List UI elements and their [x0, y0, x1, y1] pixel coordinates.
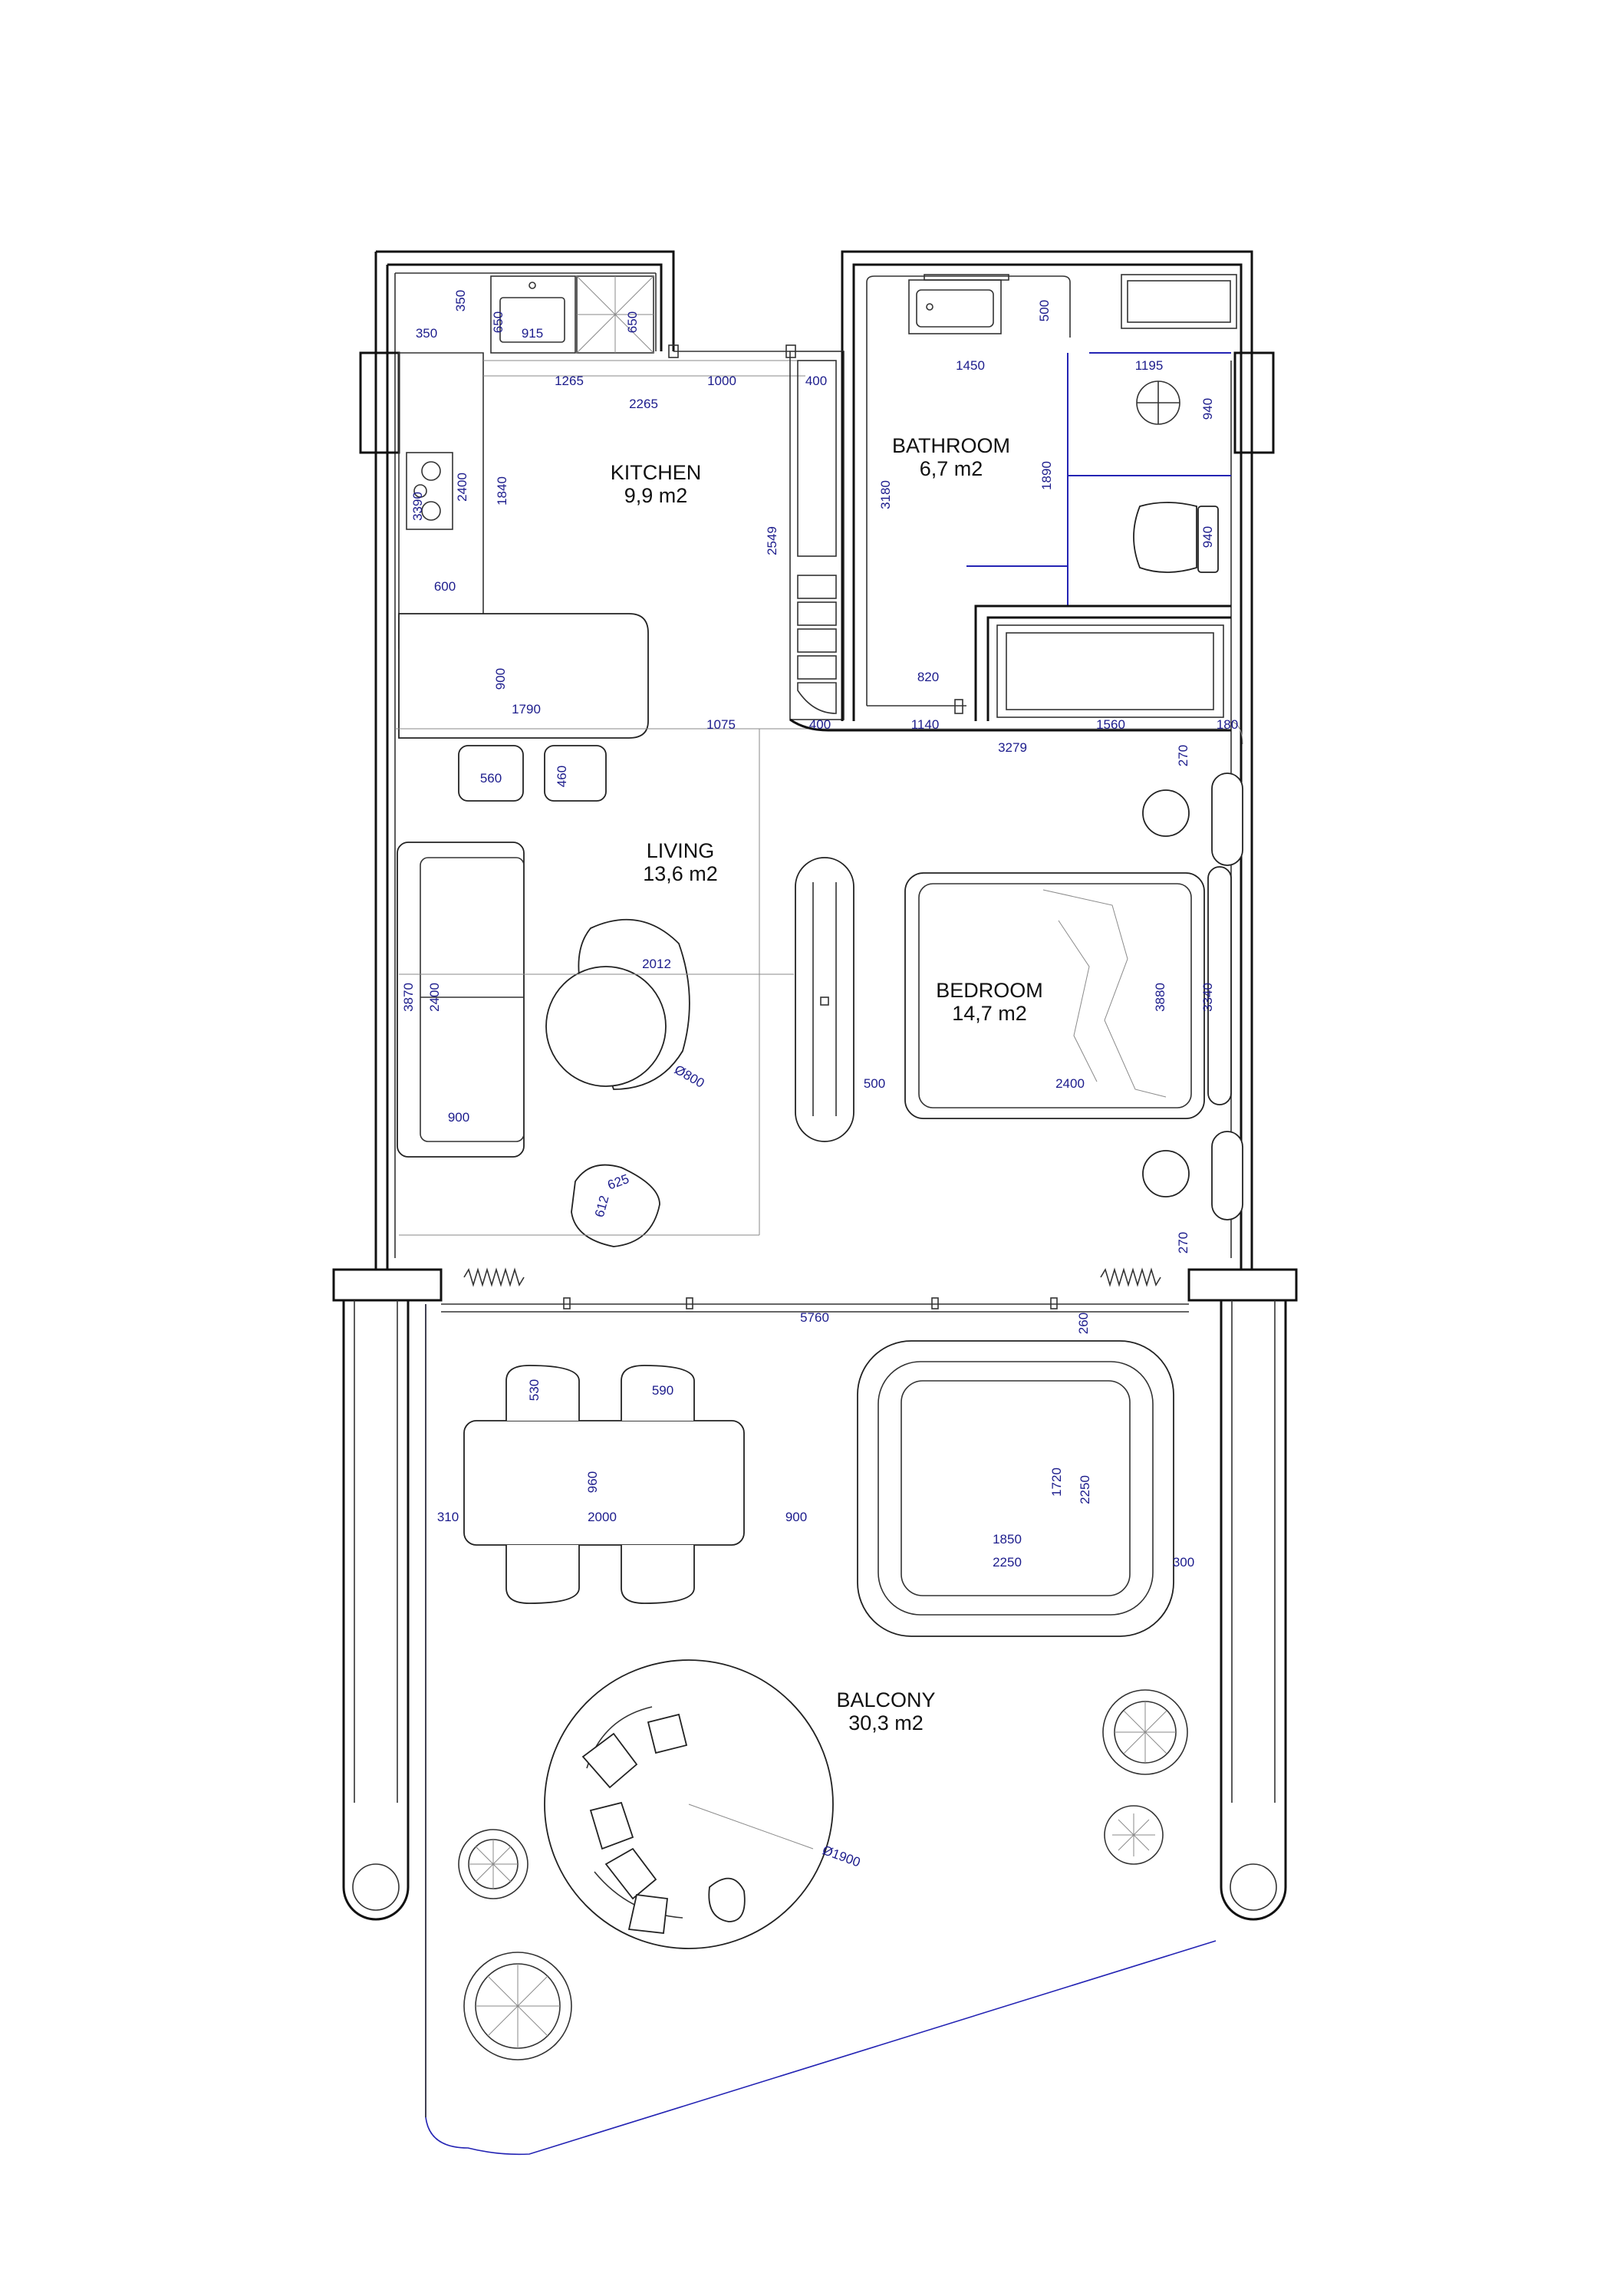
- dimension-label: 260: [1076, 1313, 1091, 1334]
- bathroom-label: BATHROOM: [892, 434, 1010, 457]
- dimension-label: 1890: [1039, 461, 1054, 490]
- plant-icon: [1104, 1805, 1164, 1865]
- balcony-label: BALCONY: [836, 1688, 935, 1711]
- dimension-label: 1720: [1049, 1468, 1064, 1497]
- dimension-label: 1075: [706, 717, 736, 732]
- dimension-label: 1140: [911, 717, 940, 732]
- kitchen-label: KITCHEN: [611, 461, 702, 484]
- dimension-label: 650: [625, 311, 640, 333]
- room-labels: KITCHEN 9,9 m2 BATHROOM 6,7 m2 LIVING 13…: [611, 434, 1043, 1734]
- dimension-label: 350: [453, 290, 468, 311]
- dimension-label: 270: [1176, 745, 1190, 766]
- dimension-label: 500: [1037, 300, 1052, 321]
- outer-walls: [359, 250, 1275, 1270]
- dimension-label: 900: [493, 668, 508, 690]
- bathroom-area: [866, 274, 1237, 721]
- dimension-label: 3180: [878, 480, 893, 509]
- living-area: [397, 729, 854, 1247]
- dimension-label: 300: [1173, 1555, 1194, 1570]
- dimension-label: 1450: [956, 358, 985, 373]
- dimension-label: 1560: [1096, 717, 1125, 732]
- dimension-label: Ø1900: [821, 1843, 862, 1869]
- dimension-label: 270: [1176, 1232, 1190, 1253]
- living-area-label: 13,6 m2: [643, 862, 718, 885]
- dimension-label: 3870: [401, 983, 416, 1012]
- dimension-label: 1790: [512, 702, 541, 716]
- balcony-area-label: 30,3 m2: [848, 1711, 924, 1734]
- bedroom-area-label: 14,7 m2: [952, 1002, 1027, 1025]
- dimension-label: 400: [809, 717, 831, 732]
- dimension-label: 350: [416, 326, 437, 341]
- living-label: LIVING: [647, 839, 715, 862]
- dimension-label: 2000: [588, 1510, 617, 1524]
- dimension-label: 1000: [707, 374, 736, 388]
- dimension-label: 590: [652, 1383, 673, 1398]
- dimension-label: 940: [1200, 526, 1215, 548]
- dimension-label: 600: [434, 579, 456, 594]
- dimension-label: 915: [522, 326, 543, 341]
- dimension-label: 900: [785, 1510, 807, 1524]
- dimension-label: 2250: [993, 1555, 1022, 1570]
- dimension-labels: 350 350 650 915 650 1265 2265 1000 400 3…: [401, 290, 1238, 1870]
- dimension-label: 2012: [642, 957, 671, 971]
- dimension-label: 310: [437, 1510, 459, 1524]
- dimension-label: 940: [1200, 398, 1215, 420]
- dimension-label: 1265: [555, 374, 584, 388]
- balcony-area: [342, 1300, 1287, 2156]
- dimension-label: 1195: [1135, 358, 1164, 373]
- dimension-label: 3880: [1153, 983, 1167, 1012]
- dimension-label: 900: [448, 1110, 469, 1125]
- dimension-label: 530: [527, 1379, 542, 1401]
- plant-icon: [463, 1952, 572, 2060]
- dimension-label: 1840: [495, 476, 509, 506]
- kitchen-area-label: 9,9 m2: [624, 484, 688, 507]
- dimension-label: 2549: [765, 526, 779, 555]
- plant-icon: [458, 1829, 528, 1899]
- dimension-label: 2400: [1055, 1076, 1085, 1091]
- bathroom-area-label: 6,7 m2: [920, 457, 983, 480]
- dimension-label: 3340: [1200, 983, 1215, 1012]
- plant-icon: [1102, 1689, 1188, 1775]
- dimension-label: 400: [805, 374, 827, 388]
- dimension-label: 2400: [427, 983, 442, 1012]
- dimension-label: 820: [917, 670, 939, 684]
- bedroom-area: [904, 772, 1243, 1220]
- dimension-label: 5760: [800, 1310, 829, 1325]
- dimension-label: Ø800: [672, 1062, 707, 1091]
- dimension-label: 460: [555, 766, 569, 787]
- dimension-label: 180: [1217, 717, 1238, 732]
- dimension-label: 2265: [629, 397, 658, 411]
- dimension-label: 3390: [410, 492, 425, 521]
- dimension-label: 1850: [993, 1532, 1022, 1547]
- dimension-label: 560: [480, 771, 502, 786]
- glass-partition: [332, 1267, 1298, 1313]
- dimension-label: 500: [864, 1076, 885, 1091]
- kitchen-area: [395, 275, 1227, 739]
- dimension-label: 960: [585, 1471, 600, 1493]
- bedroom-label: BEDROOM: [936, 979, 1043, 1002]
- dimension-label: 2400: [455, 473, 469, 502]
- dimension-label: 2250: [1078, 1475, 1092, 1504]
- dimension-label: 650: [491, 311, 505, 333]
- dimension-label: 3279: [998, 740, 1027, 755]
